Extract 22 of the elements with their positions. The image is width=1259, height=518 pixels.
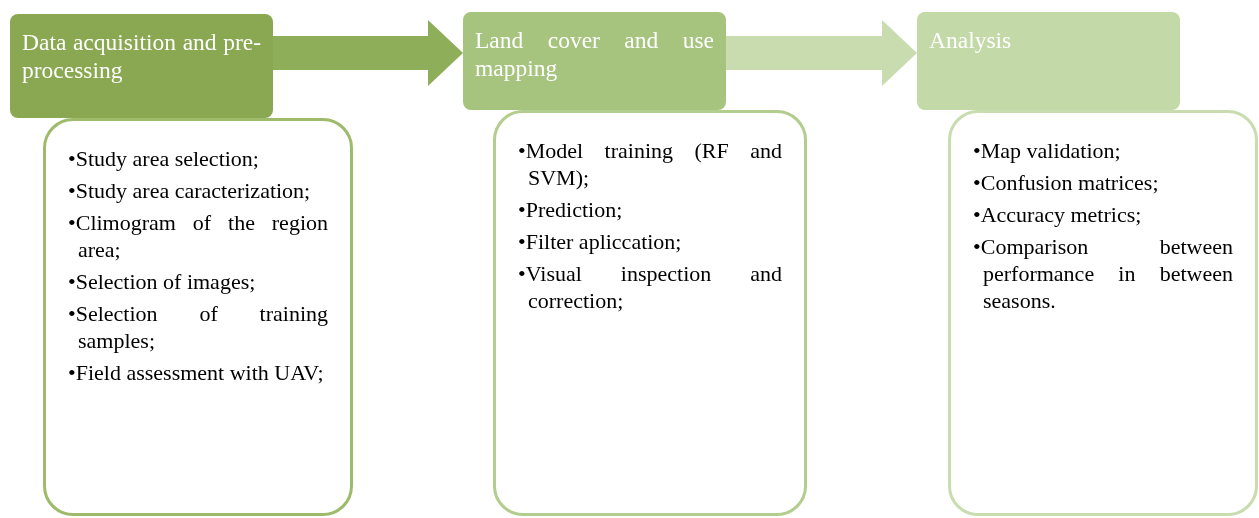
block-arrow (273, 20, 463, 86)
list-item: •Confusion matrices; (973, 169, 1160, 196)
list-item: •Accuracy metrics; (973, 201, 1143, 228)
list-item: •Map validation; (973, 137, 1122, 164)
task-list-card (43, 118, 353, 516)
block-arrow (726, 20, 917, 86)
list-item: •Selection of images; (68, 268, 257, 295)
list-item: •Visual inspection and correction; (518, 260, 782, 314)
stage-header: Land cover and use mapping (463, 12, 726, 110)
list-item: •Comparison between performance in between seasons. (973, 233, 1233, 314)
list-item: •Model training (RF and SVM); (518, 137, 782, 191)
task-list-card (948, 110, 1258, 516)
list-item: •Selection of training samples; (68, 300, 328, 354)
list-item: •Climogram of the region area; (68, 209, 328, 263)
task-list-card (493, 110, 807, 516)
list-item: •Study area selection; (68, 145, 260, 172)
stage-header: Analysis (917, 12, 1180, 110)
list-item: •Prediction; (518, 196, 624, 223)
stage-header: Data acquisition and pre-processing (10, 14, 273, 118)
list-item: •Field assessment with UAV; (68, 359, 325, 386)
list-item: •Filter apliccation; (518, 228, 683, 255)
list-item: •Study area caracterization; (68, 177, 312, 204)
